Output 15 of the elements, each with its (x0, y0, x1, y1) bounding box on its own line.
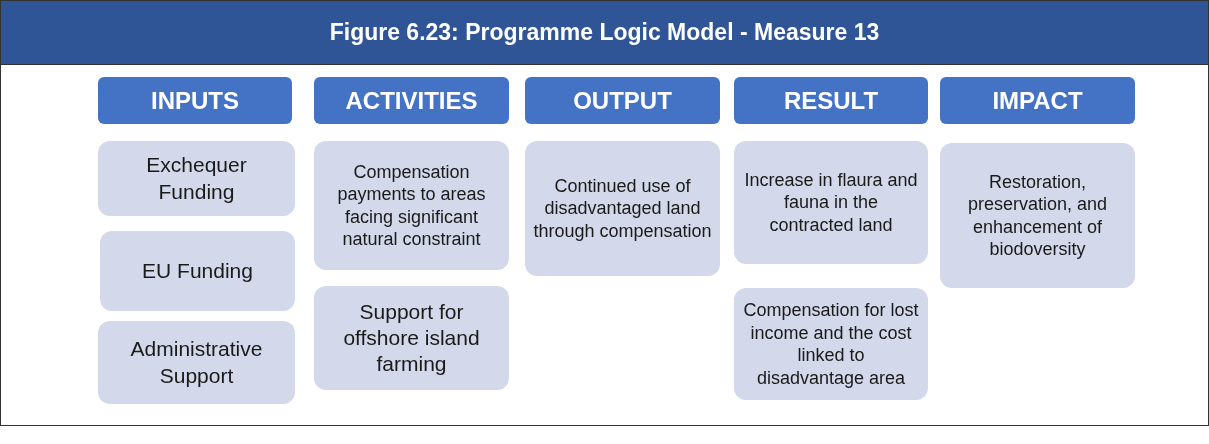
column-header: RESULT (734, 77, 928, 124)
content-box: Restoration, preservation, and enhancement of biodoversity (940, 143, 1135, 288)
content-box: Continued use of disadvantaged land through compensation (525, 141, 720, 276)
column-header: INPUTS (98, 77, 292, 124)
content-box: EU Funding (100, 231, 295, 311)
content-box: Increase in flaura and fauna in the contracted land (734, 141, 928, 264)
figure-title: Figure 6.23: Programme Logic Model - Measure 13 (329, 18, 880, 48)
content-box: Compensation payments to areas facing significant natural constraint (314, 141, 509, 270)
content-box: Compensation for lost income and the cost linked to disadvantage area (734, 288, 928, 400)
content-box: Administrative Support (98, 321, 295, 404)
content-box: Exchequer Funding (98, 141, 295, 216)
column-header: OUTPUT (525, 77, 720, 124)
column-header: IMPACT (940, 77, 1135, 124)
column-header: ACTIVITIES (314, 77, 509, 124)
content-box: Support for offshore island farming (314, 286, 509, 390)
